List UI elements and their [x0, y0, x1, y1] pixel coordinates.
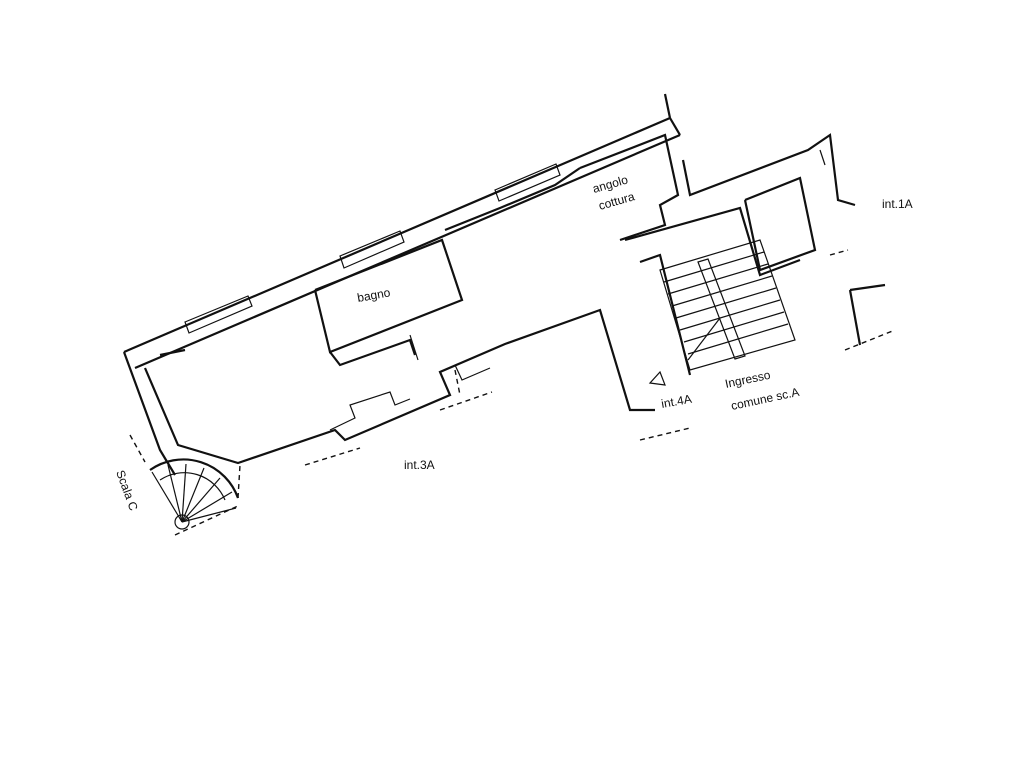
bathroom-room — [313, 238, 464, 367]
label-int3a: int.3A — [404, 458, 435, 472]
spiral-staircase-c — [129, 434, 241, 536]
window-2 — [339, 230, 405, 269]
kitchen-corner — [444, 133, 680, 242]
entrance-symbol — [648, 370, 666, 386]
label-ingresso: Ingresso — [724, 368, 772, 391]
living-area-walls — [122, 308, 655, 476]
dashed-boundaries — [237, 369, 493, 499]
top-outer-wall — [123, 93, 681, 370]
label-int1a: int.1A — [882, 197, 913, 211]
label-scala-c: Scala C — [113, 468, 141, 513]
label-bagno: bagno — [356, 285, 392, 305]
right-block — [624, 133, 896, 351]
label-comune: comune sc.A — [730, 385, 801, 413]
staircase-a — [639, 239, 796, 441]
window-3 — [494, 163, 561, 202]
label-int4a: int.4A — [660, 392, 693, 411]
window-1 — [184, 295, 253, 334]
